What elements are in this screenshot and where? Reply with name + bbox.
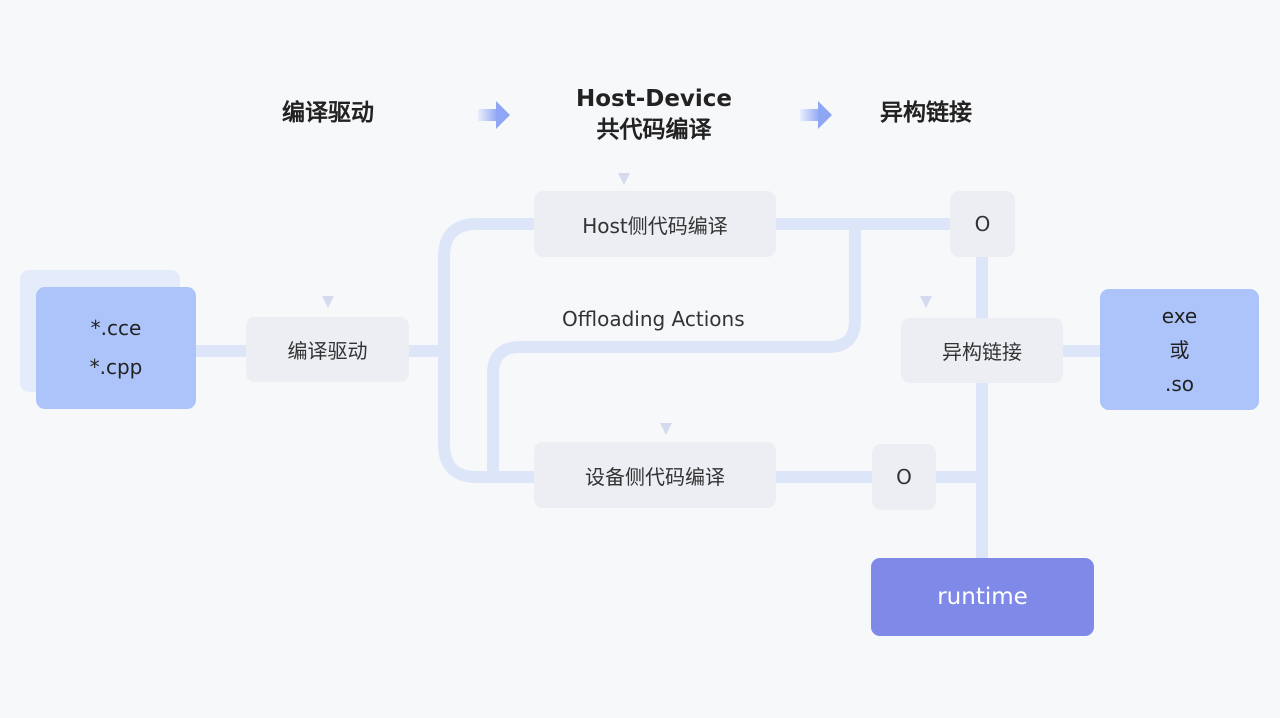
stage-arrow-1 (478, 101, 510, 129)
host-object-label: O (974, 212, 991, 236)
stage-arrow-2 (800, 101, 832, 129)
stage-title-compile-driver: 编译驱动 (282, 100, 374, 126)
device-compile-node: 设备侧代码编译 (534, 442, 776, 508)
output-or: 或 (1169, 337, 1190, 362)
stage-title-host-device-line2: 共代码编译 (596, 117, 712, 143)
host-compile-node: Host侧代码编译 (534, 191, 776, 257)
compile-driver-label: 编译驱动 (287, 339, 368, 363)
device-object-node: O (872, 444, 936, 510)
stage-title-hetero-link: 异构链接 (880, 100, 972, 126)
runtime-label: runtime (937, 584, 1028, 610)
host-compile-label: Host侧代码编译 (582, 213, 728, 238)
runtime-node: runtime (871, 558, 1094, 636)
offloading-actions-label: Offloading Actions (562, 307, 745, 331)
compile-driver-node: 编译驱动 (246, 317, 409, 382)
stage-title-host-device: Host-Device 共代码编译 (564, 84, 744, 146)
source-file-cce: *.cce (90, 316, 142, 340)
pipes (196, 218, 1100, 558)
output-box: exe 或 .so (1100, 289, 1259, 410)
source-file-cpp: *.cpp (89, 355, 143, 379)
host-object-node: O (950, 191, 1015, 257)
hetero-link-node: 异构链接 (901, 318, 1063, 383)
stage-title-host-device-line1: Host-Device (575, 86, 733, 112)
device-object-label: O (896, 465, 912, 489)
output-so: .so (1164, 371, 1194, 396)
source-files-box: *.cce *.cpp (36, 287, 196, 409)
device-compile-label: 设备侧代码编译 (585, 464, 725, 489)
output-exe: exe (1161, 303, 1198, 328)
hetero-link-label: 异构链接 (942, 340, 1022, 364)
